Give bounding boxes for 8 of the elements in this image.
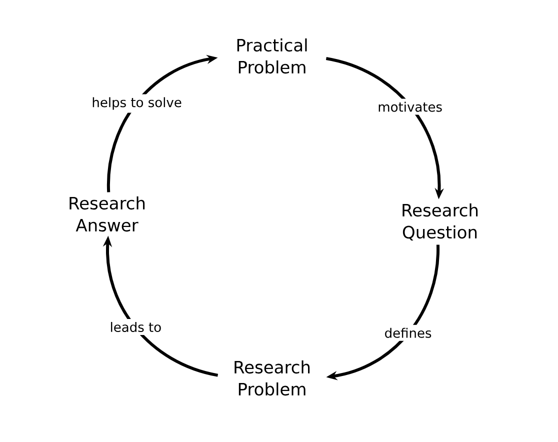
node-text: Research Problem — [234, 360, 310, 396]
edge-label: motivates — [378, 102, 442, 112]
node-text: Practical Problem — [237, 38, 307, 74]
edge-label: defines — [385, 328, 432, 338]
edge-label: leads to — [111, 322, 161, 332]
node-text: Research Answer — [70, 196, 145, 232]
edge-label: helps to solve — [92, 97, 182, 110]
node-text: Research Question — [402, 203, 478, 241]
